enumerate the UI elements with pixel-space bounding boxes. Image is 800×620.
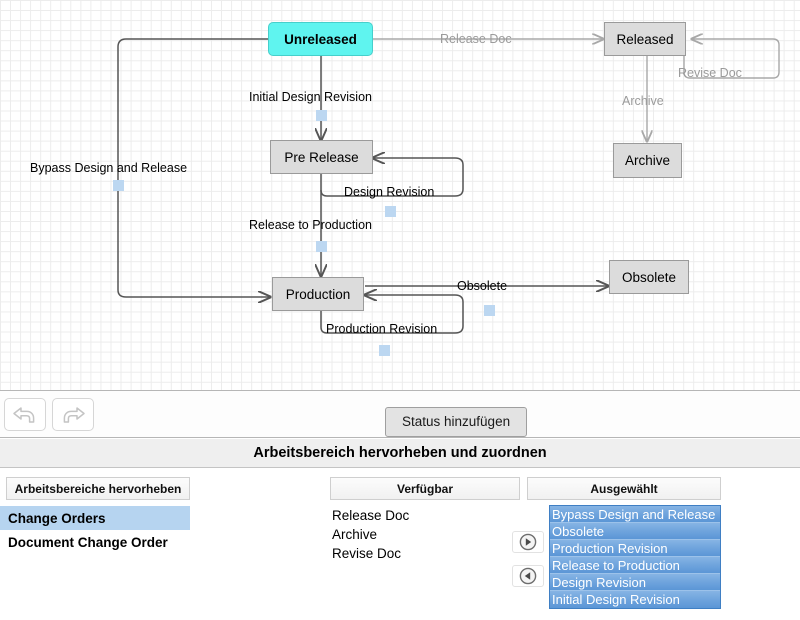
node-label: Archive — [624, 153, 670, 168]
edge-label-text: Release to Production — [249, 218, 372, 232]
node-label: Production — [285, 286, 351, 302]
node-archive[interactable]: Archive — [613, 143, 682, 178]
edge-label-design-revision[interactable]: Design Revision — [344, 185, 434, 199]
list-item-label: Obsolete — [552, 523, 605, 539]
available-header-label: Verfügbar — [396, 481, 453, 496]
edge-handle[interactable] — [316, 110, 327, 121]
edge-label-obsolete[interactable]: Obsolete — [457, 279, 507, 293]
node-production[interactable]: Production — [272, 277, 364, 311]
move-left-button[interactable] — [512, 565, 544, 587]
list-item[interactable]: Design Revision — [550, 574, 720, 591]
edge-label-revise-doc[interactable]: Revise Doc — [678, 66, 742, 80]
edge-label-production-revision[interactable]: Production Revision — [326, 322, 437, 336]
edge-label-text: Release Doc — [440, 32, 512, 46]
list-item-label: Production Revision — [552, 540, 668, 556]
node-pre-release[interactable]: Pre Release — [270, 140, 373, 174]
add-status-button[interactable]: Status hinzufügen — [385, 407, 528, 437]
list-item-label: Change Orders — [8, 510, 106, 526]
list-item[interactable]: Release to Production — [550, 557, 720, 574]
node-label: Released — [616, 31, 674, 47]
workflow-canvas[interactable]: Unreleased Released Pre Release Archive … — [0, 0, 800, 390]
node-unreleased[interactable]: Unreleased — [268, 22, 373, 56]
node-label: Obsolete — [621, 269, 677, 285]
node-label: Unreleased — [284, 31, 357, 47]
list-item-document-change-order[interactable]: Document Change Order — [0, 530, 190, 554]
list-item[interactable]: Initial Design Revision — [550, 591, 720, 608]
list-item-change-orders[interactable]: Change Orders — [0, 506, 190, 530]
edge-label-text: Production Revision — [326, 322, 438, 336]
edge-label-text: Obsolete — [457, 279, 508, 293]
list-item-label: Initial Design Revision — [552, 592, 680, 607]
list-item[interactable]: Production Revision — [550, 540, 720, 557]
editor-toolbar — [0, 390, 800, 438]
workflow-edges — [117, 0, 780, 334]
edge-label-release-doc[interactable]: Release Doc — [440, 32, 512, 46]
section-title: Arbeitsbereich hervorheben und zuordnen — [0, 439, 800, 468]
section-title-text: Arbeitsbereich hervorheben und zuordnen — [253, 445, 547, 461]
edge-label-initial-design-revision[interactable]: Initial Design Revision — [249, 90, 372, 104]
workspaces-header-label: Arbeitsbereiche hervorheben — [14, 481, 182, 496]
undo-button[interactable] — [4, 398, 46, 431]
edge-label-text: Revise Doc — [678, 66, 742, 80]
list-item-label: Release Doc — [332, 508, 410, 523]
list-item[interactable]: Bypass Design and Release — [550, 506, 720, 523]
selected-list[interactable]: Bypass Design and Release Obsolete Produ… — [549, 505, 721, 609]
edge-handle[interactable] — [379, 345, 390, 356]
undo-arrow-icon — [13, 406, 35, 423]
edge-handle[interactable] — [113, 180, 124, 191]
assignment-panels: Arbeitsbereiche hervorheben Change Order… — [0, 469, 800, 620]
workspaces-list[interactable]: Change Orders Document Change Order — [0, 506, 190, 554]
edge-label-release-to-production[interactable]: Release to Production — [249, 218, 372, 232]
edge-label-text: Archive — [622, 94, 664, 108]
list-item-label: Document Change Order — [8, 534, 168, 550]
move-right-button[interactable] — [512, 531, 544, 553]
node-obsolete[interactable]: Obsolete — [609, 260, 689, 294]
arrow-right-circle-icon — [519, 533, 537, 551]
list-item[interactable]: Obsolete — [550, 523, 720, 540]
edge-label-text: Initial Design Revision — [249, 90, 372, 104]
edge-handle[interactable] — [385, 206, 396, 217]
available-list-header[interactable]: Verfügbar — [330, 477, 520, 500]
node-label: Pre Release — [284, 149, 359, 165]
redo-button[interactable] — [52, 398, 94, 431]
list-item[interactable]: Release Doc — [332, 506, 520, 525]
list-item-label: Design Revision — [552, 574, 646, 590]
edge-label-archive[interactable]: Archive — [622, 94, 664, 108]
edge-handle[interactable] — [484, 305, 495, 316]
list-item[interactable]: Revise Doc — [332, 544, 520, 563]
list-item[interactable]: Archive — [332, 525, 520, 544]
selected-header-label: Ausgewählt — [590, 481, 658, 496]
selected-list-header[interactable]: Ausgewählt — [527, 477, 721, 500]
edge-handle[interactable] — [316, 241, 327, 252]
list-item-label: Revise Doc — [332, 546, 402, 561]
arrow-left-circle-icon — [519, 567, 537, 585]
edge-label-text: Bypass Design and Release — [30, 161, 188, 175]
redo-arrow-icon — [63, 406, 85, 423]
list-item-label: Release to Production — [552, 557, 680, 573]
list-item-label: Bypass Design and Release — [552, 506, 716, 522]
edge-label-text: Design Revision — [344, 185, 435, 199]
edge-label-bypass-design-and-release[interactable]: Bypass Design and Release — [30, 161, 187, 175]
available-list[interactable]: Release Doc Archive Revise Doc — [332, 506, 520, 563]
list-item-label: Archive — [332, 527, 378, 542]
workspaces-list-header[interactable]: Arbeitsbereiche hervorheben — [6, 477, 190, 500]
node-released[interactable]: Released — [604, 22, 686, 56]
